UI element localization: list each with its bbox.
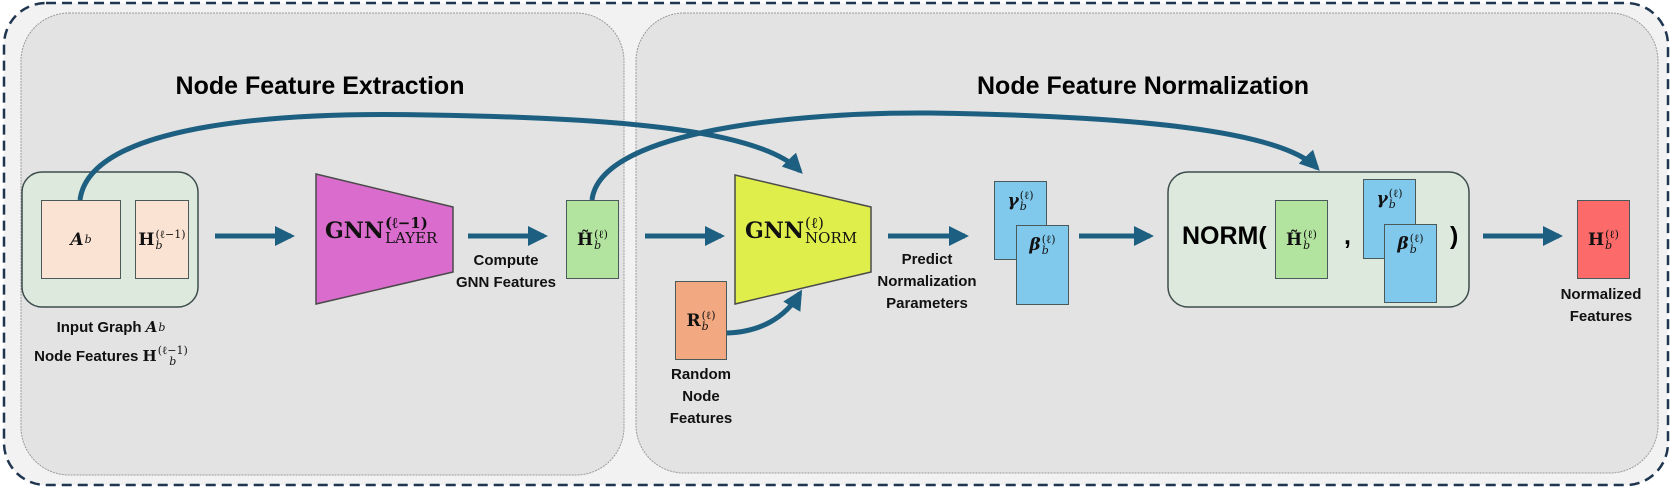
gnn-layer-label: GNN(ℓ−1)LAYER (325, 214, 438, 247)
gnn-norm-trapezoid (734, 174, 872, 305)
title-node-feature-normalization: Node Feature Normalization (977, 72, 1309, 100)
norm-beta-box: β(ℓ)b (1384, 224, 1437, 303)
gnn-norm-label: GNN(ℓ)NORM (745, 214, 858, 247)
norm-close: ) (1450, 222, 1459, 250)
title-node-feature-extraction: Node Feature Extraction (175, 72, 465, 100)
norm-open: NORM( (1182, 222, 1267, 250)
random-features-box: R(ℓ)b (675, 281, 727, 360)
norm-features-box: H̃(ℓ)b (1275, 200, 1328, 279)
output-box: H(ℓ)b (1577, 200, 1630, 279)
input-features-box: H(ℓ−1)b (135, 200, 189, 279)
arrow-features-to-norm (589, 110, 1320, 201)
gnn-features-box: H̃(ℓ)b (566, 200, 619, 279)
arrow-graph-to-gnn-norm (77, 111, 803, 201)
gnn-layer-trapezoid (315, 173, 454, 305)
norm-comma: , (1344, 222, 1351, 250)
beta-box: β(ℓ)b (1016, 225, 1069, 305)
arrow-random-to-gnn-norm (726, 289, 803, 336)
